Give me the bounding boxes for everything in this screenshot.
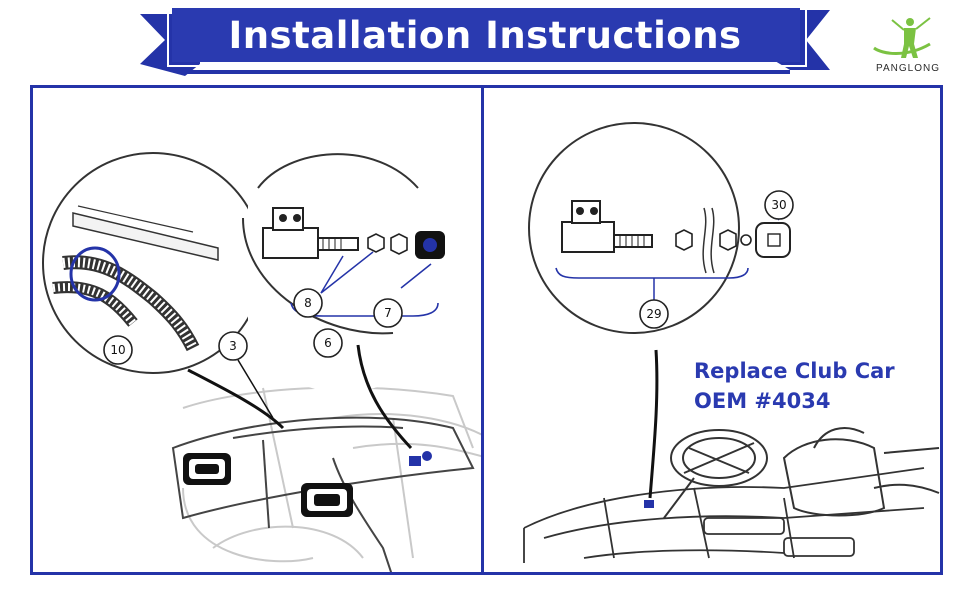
svg-text:6: 6: [324, 336, 332, 350]
headlight-right: [301, 483, 353, 517]
switch-location-marker: [409, 451, 432, 466]
callout-6: 6: [313, 328, 343, 358]
switch-leader-line: [356, 344, 413, 450]
callout-10: 10: [103, 335, 133, 365]
replacement-note: Replace Club Car OEM #4034: [694, 356, 934, 416]
header-banner: Installation Instructions: [0, 0, 970, 90]
cart-outline: [182, 386, 489, 563]
brand-name: PANGLONG: [876, 63, 940, 74]
svg-text:3: 3: [229, 339, 237, 353]
harness-detail-circle: [42, 152, 264, 374]
left-diagram-panel: 10 3 8 7 6: [30, 85, 492, 575]
callout-3: 3: [218, 331, 248, 361]
right-installation-diagram: 30 29: [523, 122, 940, 563]
callout-7: 7: [373, 298, 403, 328]
banner-title: Installation Instructions: [228, 14, 742, 57]
svg-text:29: 29: [646, 307, 661, 321]
cart-seat: [782, 427, 940, 517]
svg-text:7: 7: [384, 306, 392, 320]
svg-text:8: 8: [304, 296, 312, 310]
callout-29: 29: [639, 299, 669, 329]
brand-logo: PANGLONG: [860, 14, 956, 76]
right-diagram-panel: 30 29 Replace Club Car OEM #4034: [481, 85, 943, 575]
replacement-note-line-2: OEM #4034: [694, 389, 831, 413]
dashboard: [171, 416, 475, 572]
replacement-note-line-1: Replace Club Car: [694, 359, 895, 383]
callout-30: 30: [764, 190, 794, 220]
harness-leader-line: [187, 368, 285, 430]
banner-ribbon: [140, 4, 830, 76]
switch-leader-line: [648, 349, 659, 499]
headlight-left: [183, 453, 231, 485]
loom-leader-line: [237, 359, 274, 419]
left-installation-diagram: 10 3 8 7 6: [42, 143, 489, 572]
steering-wheel: [663, 429, 768, 519]
cart-dashboard: [523, 467, 925, 563]
switch-detail-circle: [242, 143, 445, 393]
callout-8: 8: [293, 288, 323, 318]
svg-text:10: 10: [110, 343, 125, 357]
switch-location-marker: [644, 500, 654, 508]
switch-detail-circle: [528, 122, 791, 334]
svg-text:30: 30: [771, 198, 786, 212]
golfer-icon: [873, 17, 931, 58]
